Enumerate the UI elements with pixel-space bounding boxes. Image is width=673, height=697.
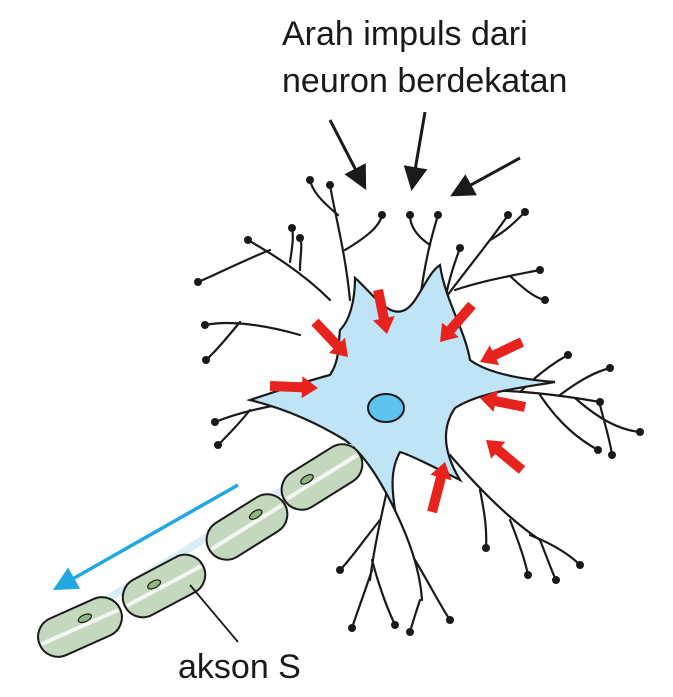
input-impulse-arrow-5: [269, 376, 318, 399]
axon-label: akson S: [178, 648, 301, 686]
impulse-arrow-right: [450, 156, 521, 197]
impulse-label-line2: neuron berdekatan: [282, 62, 567, 100]
input-impulse-arrows: [269, 289, 526, 514]
input-impulse-arrow-3: [440, 301, 476, 342]
input-impulse-arrow-6: [480, 390, 526, 412]
impulse-label-line1: Arah impuls dari: [282, 15, 528, 53]
input-impulse-arrow-2: [373, 289, 395, 334]
input-impulse-arrow-1: [311, 318, 348, 357]
input-impulse-arrow-7: [486, 440, 526, 474]
output-impulse-arrow: [52, 483, 239, 591]
schwann-nucleus: [147, 579, 162, 590]
input-impulse-arrow-8: [427, 462, 452, 514]
axon: [37, 443, 364, 658]
impulse-arrow-middle: [403, 111, 428, 191]
dendrites: [196, 178, 642, 634]
input-impulse-arrow-4: [480, 337, 525, 366]
nucleus: [367, 393, 405, 423]
schwann-nucleus: [300, 473, 314, 485]
cell-body: [246, 263, 556, 511]
impulse-arrow-left: [328, 119, 367, 190]
axon-label-leader: [189, 584, 239, 643]
incoming-impulse-arrows: [328, 111, 521, 197]
dendrite-terminals: [194, 176, 644, 636]
schwann-nucleus: [77, 613, 93, 624]
schwann-nucleus: [248, 509, 263, 520]
